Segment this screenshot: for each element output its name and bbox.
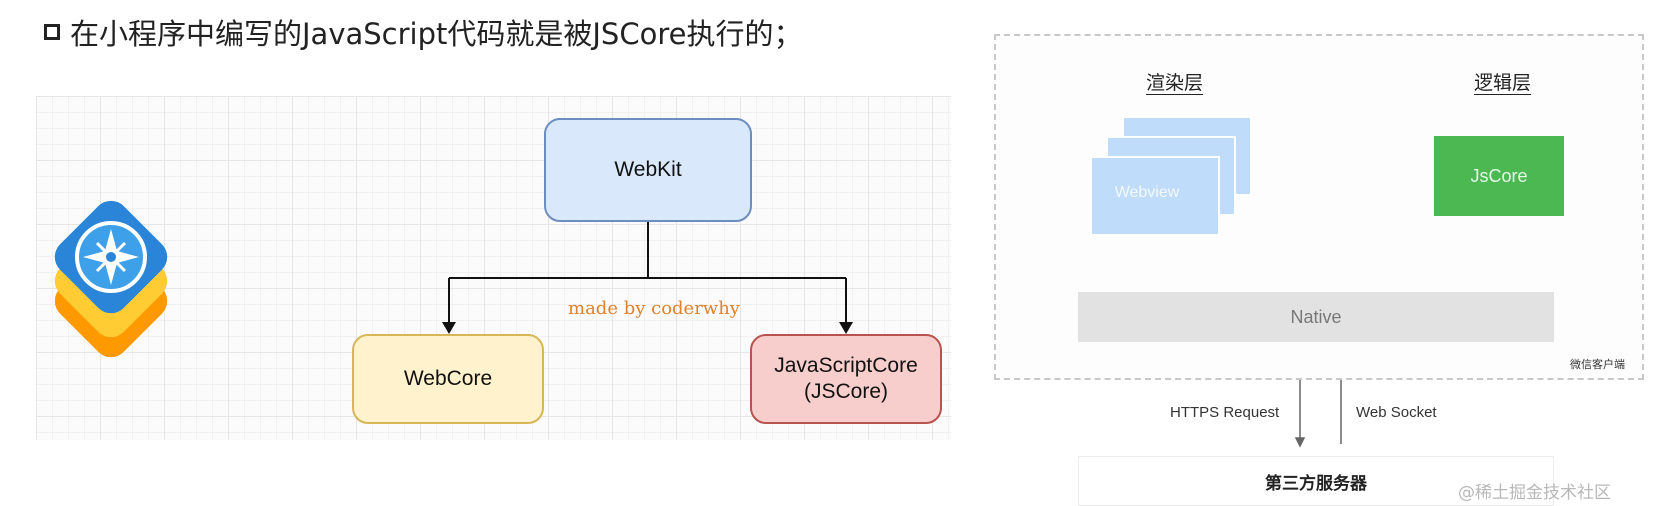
arrowhead-webcore-icon [442, 322, 456, 334]
https-request-label: HTTPS Request [1170, 404, 1280, 421]
webview-card-front [1090, 156, 1220, 236]
third-party-server-box: 第三方服务器 [1078, 456, 1554, 506]
native-bar: Native [1078, 292, 1554, 342]
jscore-box: JsCore [1434, 136, 1564, 216]
page-heading: 在小程序中编写的JavaScript代码就是被JSCore执行的； [44, 10, 802, 54]
webview-label: Webview [1114, 184, 1180, 201]
render-layer-label: 渲染层 [1146, 72, 1204, 94]
webkit-logo-icon [54, 200, 168, 358]
wechat-client-label: 微信客户端 [1570, 358, 1625, 371]
watermark-text: made by coderwhy [568, 298, 740, 319]
logic-layer-label: 逻辑层 [1474, 72, 1532, 94]
webcore-node: WebCore [352, 334, 544, 424]
square-bullet-icon [44, 24, 60, 40]
javascriptcore-node: JavaScriptCore (JSCore) [750, 334, 942, 424]
tree-connectors [448, 222, 847, 324]
juejin-credit: @稀土掘金技术社区 [1458, 483, 1611, 503]
heading-text: 在小程序中编写的JavaScript代码就是被JSCore执行的； [70, 17, 803, 51]
arrowhead-jscore-icon [839, 322, 853, 334]
webkit-node: WebKit [544, 118, 752, 222]
web-socket-label: Web Socket [1356, 404, 1437, 421]
